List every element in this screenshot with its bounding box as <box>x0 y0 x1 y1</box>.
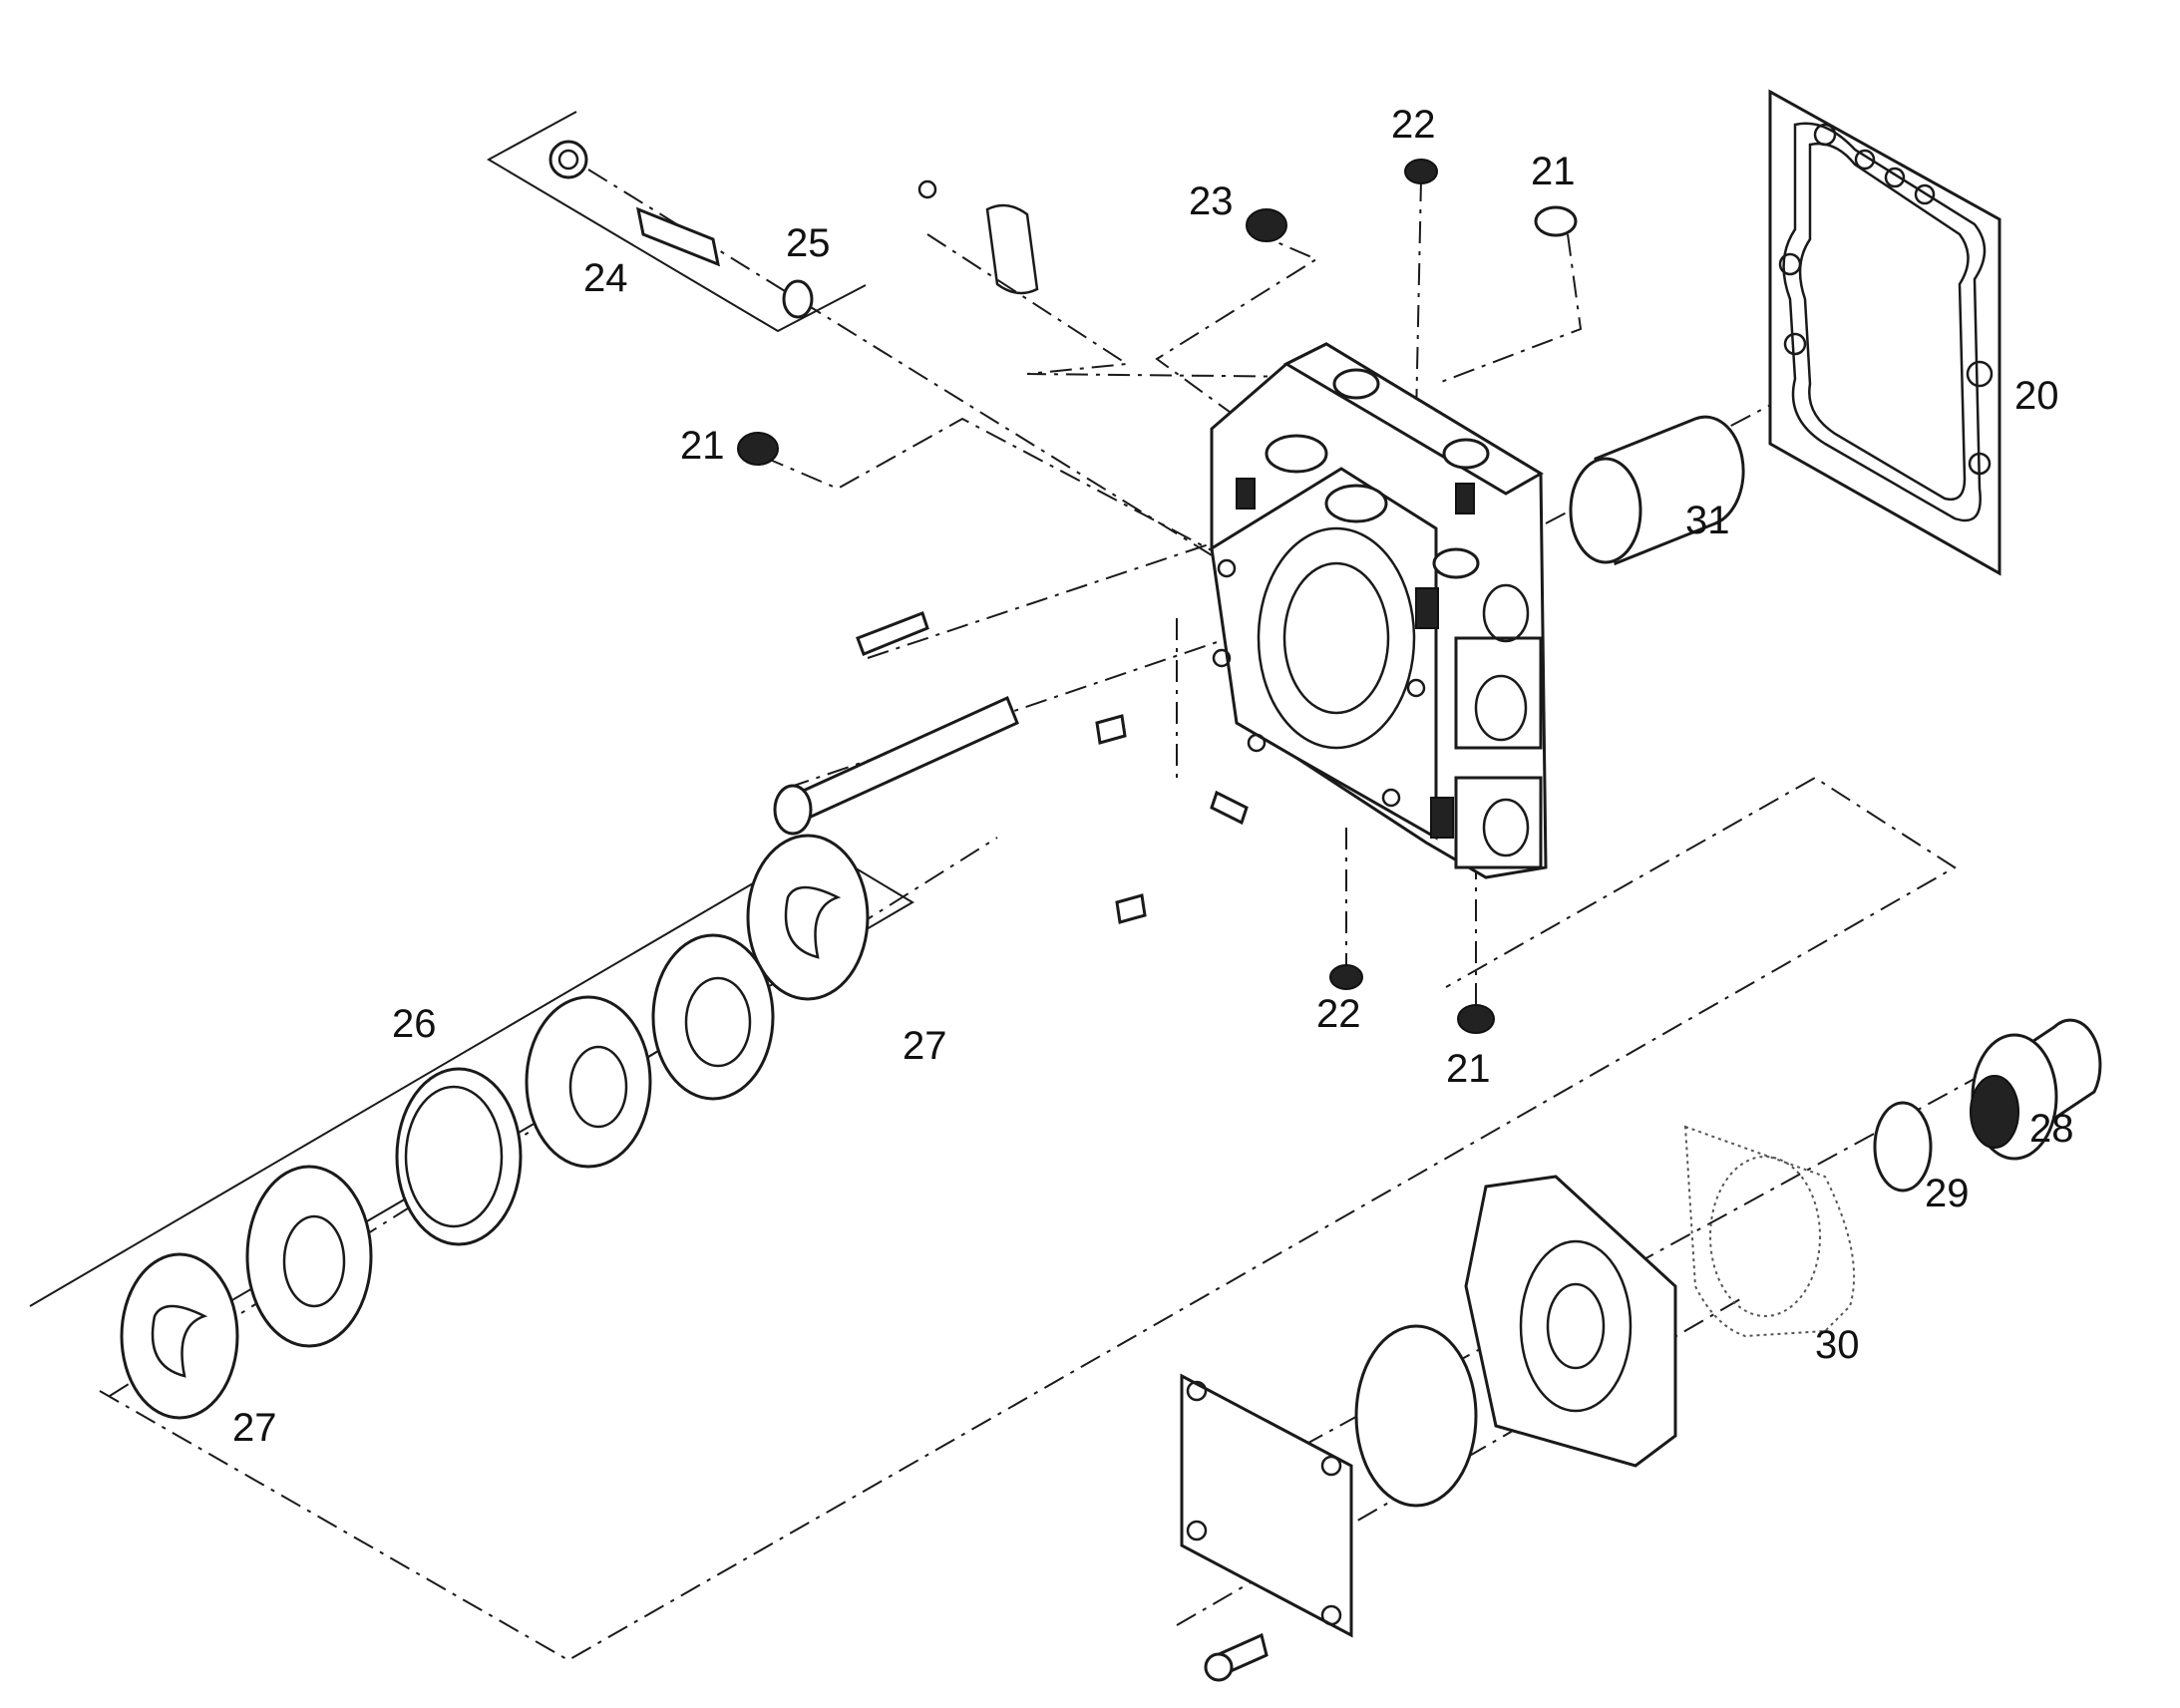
plugs <box>737 159 1578 1034</box>
part-20-gasket <box>1768 89 2001 576</box>
label-31: 31 <box>1685 499 1730 542</box>
label-22-bottom: 22 <box>1316 992 1361 1036</box>
main-housing <box>1210 342 1548 879</box>
label-29: 29 <box>1925 1172 1970 1215</box>
label-30: 30 <box>1815 1323 1860 1367</box>
part-24-25 <box>548 140 1039 319</box>
label-26: 26 <box>392 1002 437 1046</box>
frame-24-25 <box>486 111 867 333</box>
label-27-right: 27 <box>903 1024 947 1068</box>
label-24: 24 <box>583 256 628 300</box>
part-28-29-30 <box>1683 1018 2102 1338</box>
front-flange <box>1180 1175 1677 1682</box>
part-31-bushing <box>1569 415 1745 566</box>
part-labels: 20 21 21 21 22 22 23 24 25 26 27 27 28 2… <box>232 103 2074 1450</box>
axis-lines <box>99 169 2015 1662</box>
label-20: 20 <box>2014 374 2059 418</box>
label-21-bottom: 21 <box>1446 1047 1491 1091</box>
label-22-top: 22 <box>1391 103 1436 147</box>
label-28: 28 <box>2029 1107 2074 1151</box>
pins-and-screws <box>773 611 1249 924</box>
label-21-top: 21 <box>1531 150 1576 193</box>
label-27-left: 27 <box>232 1406 277 1450</box>
label-23: 23 <box>1189 179 1234 223</box>
label-21-left: 21 <box>680 424 725 468</box>
part-26-assembly <box>120 834 870 1420</box>
label-25: 25 <box>786 221 831 265</box>
